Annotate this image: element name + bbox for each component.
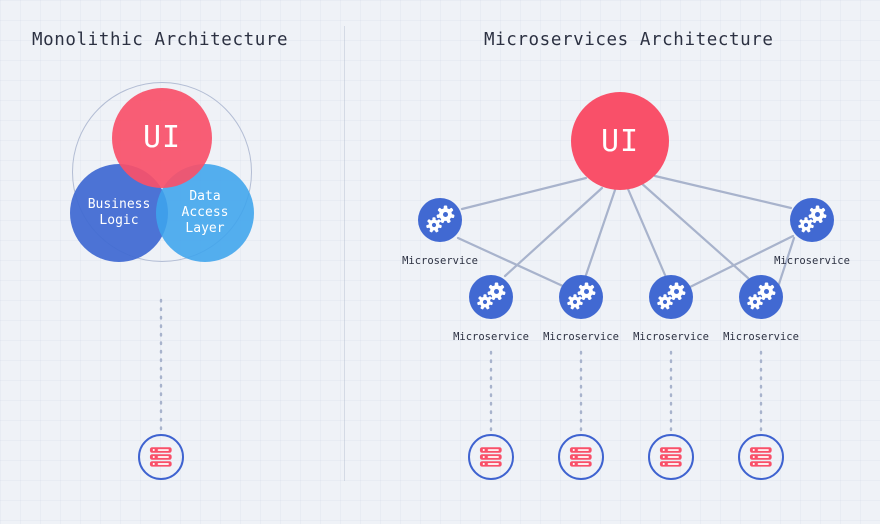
- edge-ms6-ms5: [776, 236, 796, 289]
- monolith-boundary-ring: [72, 82, 252, 262]
- gears-icon: [747, 282, 776, 310]
- panel-divider: [344, 26, 345, 481]
- microservice-label-1: Microservice: [402, 255, 478, 267]
- microservice-label-5: Microservice: [723, 331, 799, 343]
- microservices-ui-circle[interactable]: UI: [571, 92, 669, 190]
- edge-ui-ms6: [653, 174, 793, 210]
- monolithic-panel-title: Monolithic Architecture: [32, 30, 289, 50]
- microservice-database-node-4[interactable]: [738, 434, 784, 480]
- edge-ui-ms3: [584, 188, 617, 277]
- microservice-label-2: Microservice: [453, 331, 529, 343]
- microservice-label-4: Microservice: [633, 331, 709, 343]
- microservice-node-6[interactable]: [790, 198, 834, 242]
- edge-ms1-ms3: [456, 236, 567, 289]
- microservice-node-1[interactable]: [418, 198, 462, 242]
- microservice-node-4[interactable]: [649, 275, 693, 319]
- microservice-node-3[interactable]: [559, 275, 603, 319]
- server-stack-icon: [749, 447, 772, 467]
- microservices-panel-title: Microservices Architecture: [484, 30, 774, 50]
- microservice-database-node-1[interactable]: [468, 434, 514, 480]
- edge-ui-ms4: [626, 187, 667, 277]
- microservice-label-6: Microservice: [774, 255, 850, 267]
- server-stack-icon: [149, 447, 172, 467]
- monolith-database-node[interactable]: [138, 434, 184, 480]
- server-stack-icon: [479, 447, 502, 467]
- microservice-database-node-3[interactable]: [648, 434, 694, 480]
- edge-ui-ms2: [503, 186, 604, 278]
- edge-ui-ms5: [638, 180, 750, 280]
- edge-ui-ms1: [460, 176, 588, 211]
- gears-icon: [426, 205, 455, 233]
- edge-ms6-ms4: [686, 234, 795, 290]
- microservice-node-2[interactable]: [469, 275, 513, 319]
- server-stack-icon: [569, 447, 592, 467]
- microservice-database-node-2[interactable]: [558, 434, 604, 480]
- microservice-node-5[interactable]: [739, 275, 783, 319]
- microservice-label-3: Microservice: [543, 331, 619, 343]
- gears-icon: [657, 282, 686, 310]
- gears-icon: [798, 205, 827, 233]
- gears-icon: [567, 282, 596, 310]
- server-stack-icon: [659, 447, 682, 467]
- gears-icon: [477, 282, 506, 310]
- monolith-ui-circle[interactable]: UI: [112, 88, 212, 188]
